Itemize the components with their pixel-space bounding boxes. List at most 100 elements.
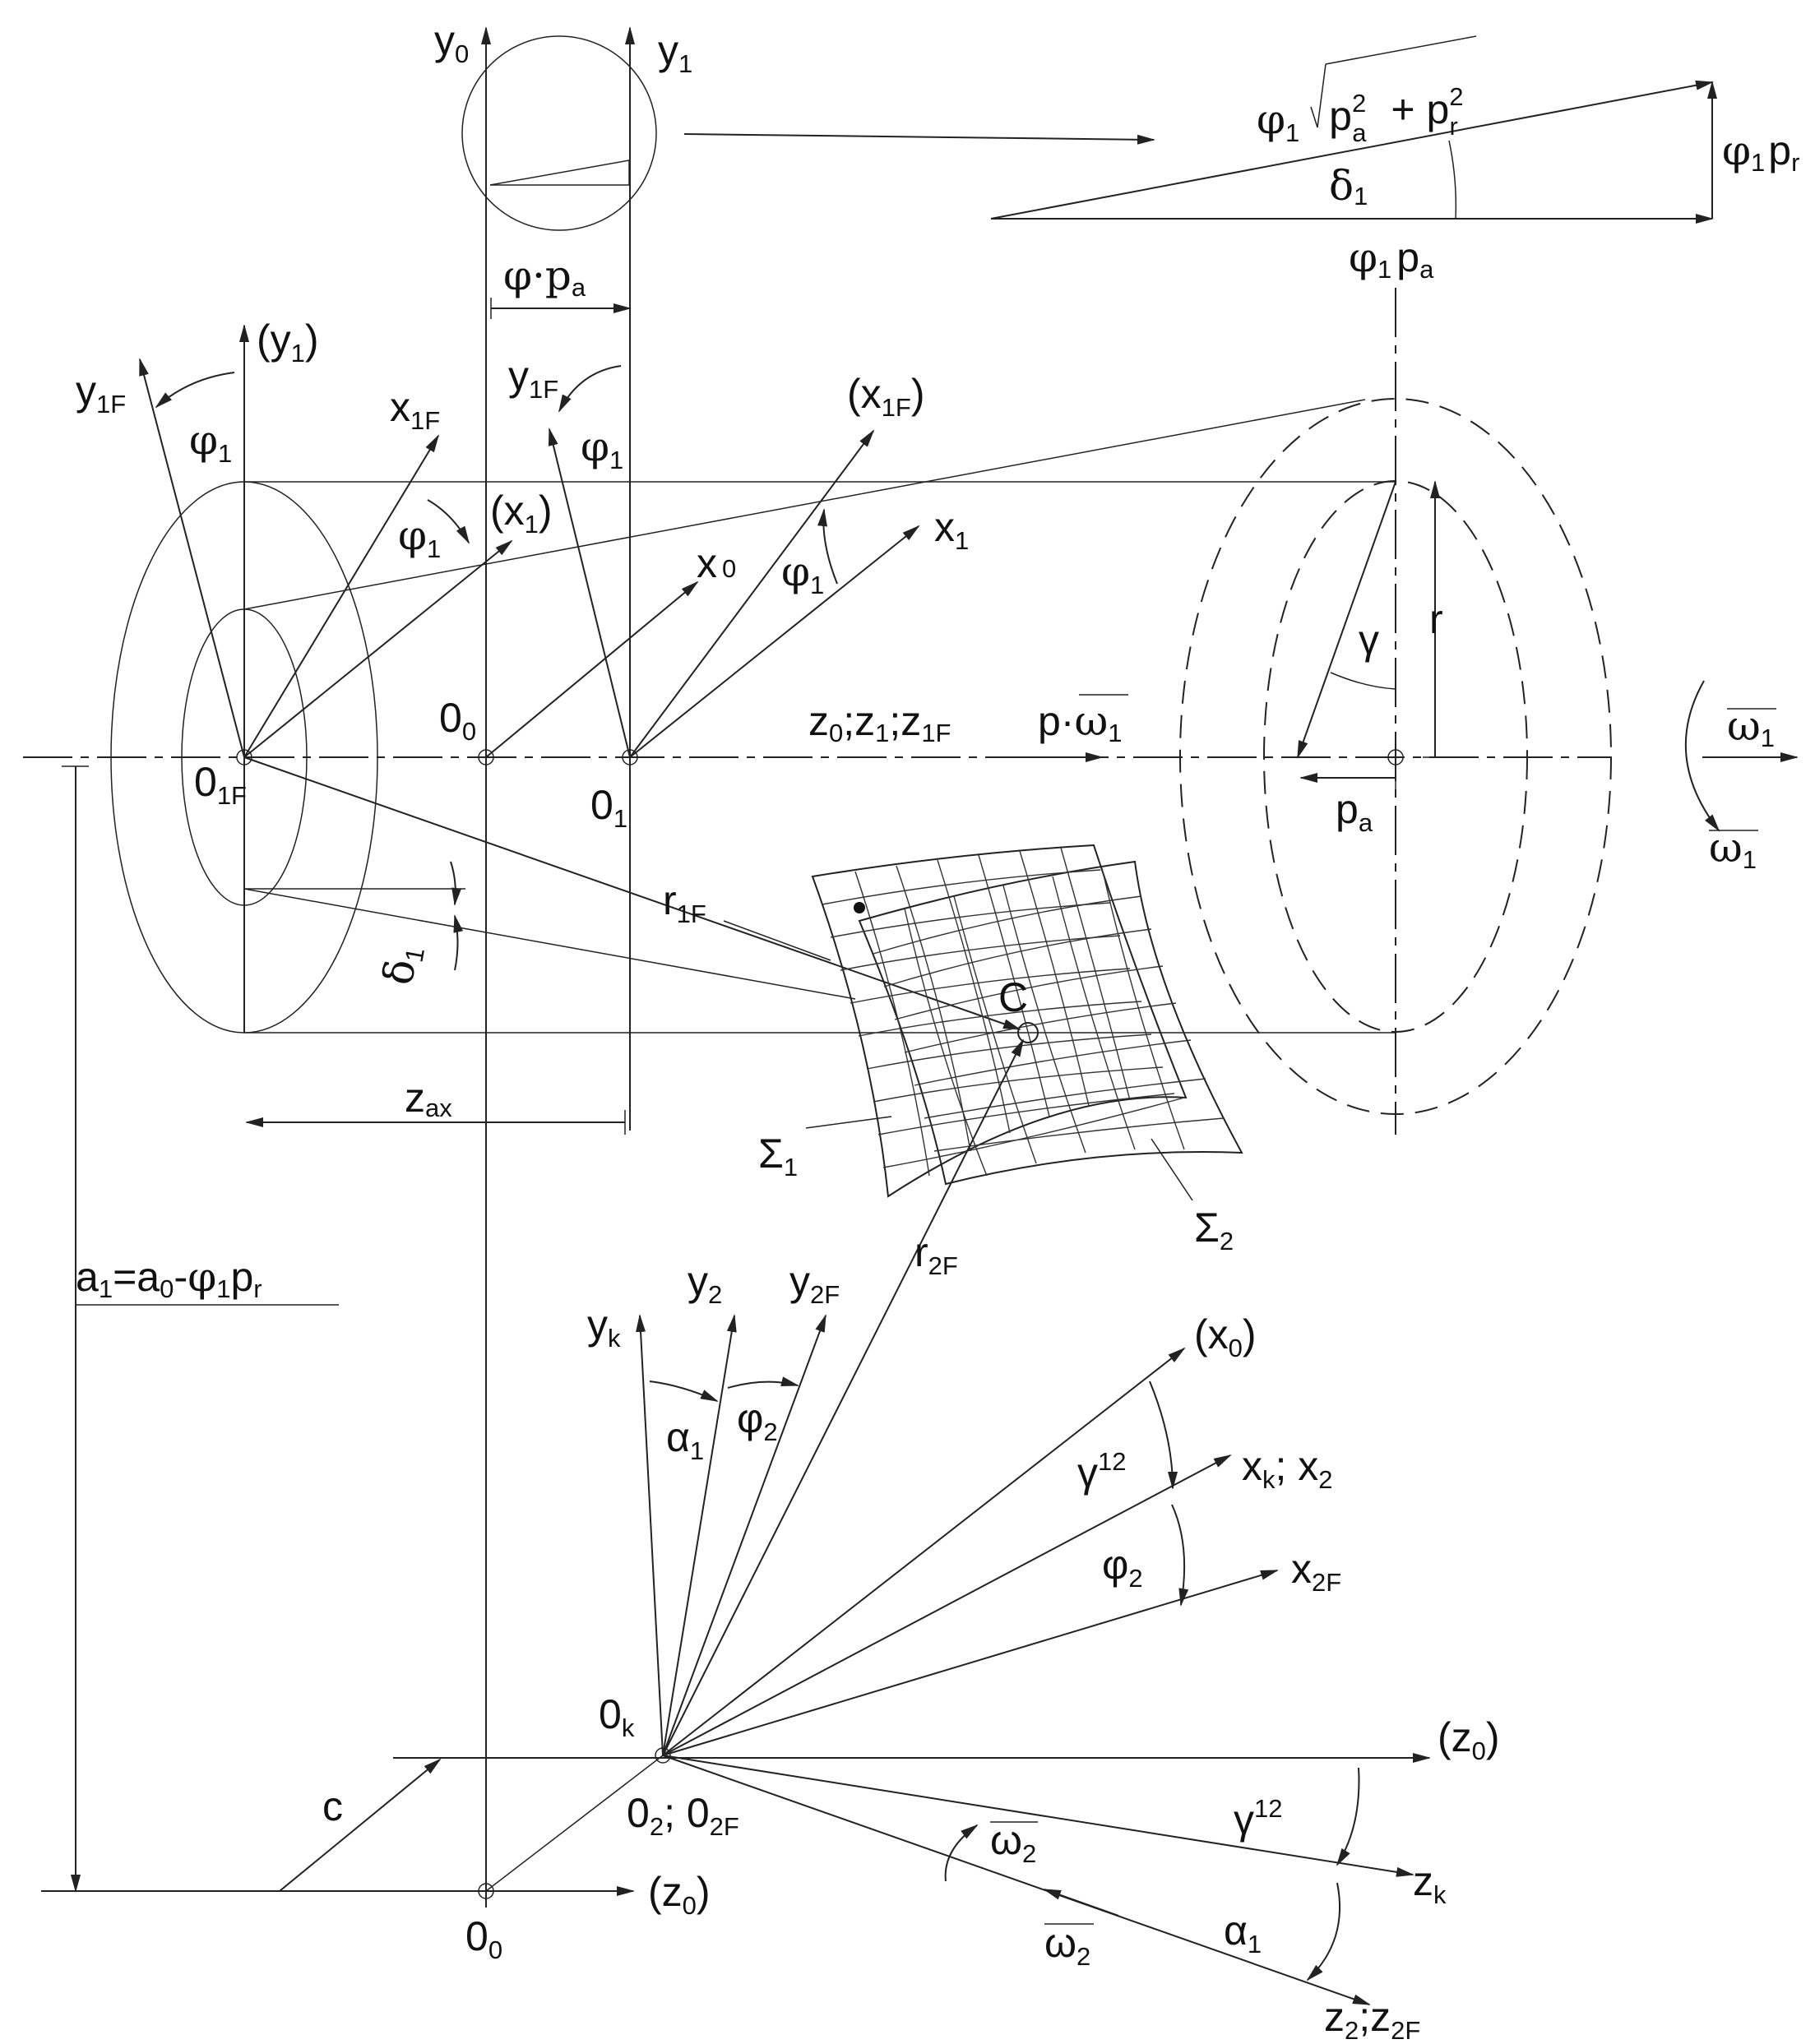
x0-axis bbox=[485, 580, 699, 758]
y1F-axis-a bbox=[139, 358, 245, 758]
tri-delta-label: δ1 bbox=[1329, 162, 1368, 210]
omega2-rotation-arc bbox=[944, 1824, 979, 1882]
gear1-cylinder: δ1 (y1) bbox=[110, 317, 1396, 1034]
phi2-label-top: φ2 bbox=[737, 1395, 778, 1446]
vertical-axes: y0 y1 φ·pa bbox=[434, 17, 692, 1908]
z2-axis bbox=[662, 1755, 1371, 2005]
r1F-label: r1F bbox=[663, 877, 706, 928]
yk-axis bbox=[636, 1314, 664, 1756]
O0-bottom-point bbox=[478, 1883, 494, 1899]
xk-x2-axis bbox=[662, 1454, 1232, 1756]
dimensions: zax a1=a0-φ1pr bbox=[62, 765, 626, 1893]
z-axes-label: z0;z1;z1F bbox=[808, 698, 951, 747]
a1-eq-label: a1=a0-φ1pr bbox=[76, 1253, 262, 1303]
O0-label: 00 bbox=[439, 695, 476, 746]
phi2-arc-right bbox=[1171, 1504, 1189, 1607]
detail-wedge-hyp bbox=[489, 160, 630, 186]
y1F-axis-b bbox=[548, 428, 631, 758]
detail-arrow bbox=[683, 133, 1155, 145]
omega2-axis-arrow bbox=[1043, 1889, 1119, 1917]
y1F-label-a: y1F bbox=[76, 368, 126, 419]
y1F-label-b: y1F bbox=[508, 353, 558, 404]
sqrt-sign-3 bbox=[1325, 35, 1477, 65]
sigma1-outline bbox=[811, 844, 1188, 1198]
r2F-vector bbox=[662, 1038, 1024, 1756]
x0p-axis bbox=[662, 1347, 1186, 1756]
x1Fp-axis bbox=[629, 429, 875, 758]
x2F-axis bbox=[662, 1570, 1279, 1756]
x1F-axis bbox=[243, 434, 440, 758]
y2-label: y2 bbox=[688, 1258, 722, 1309]
phi1-label-c: φ1 bbox=[581, 423, 623, 474]
p-omega-label: p·ω1 bbox=[1038, 697, 1123, 747]
gamma12-arc-top bbox=[1149, 1380, 1178, 1490]
pa-label: pa bbox=[1336, 786, 1373, 837]
phi1-label-d: φ1 bbox=[781, 548, 824, 599]
x1-label: x1 bbox=[934, 504, 969, 555]
y0-label: y0 bbox=[434, 17, 469, 68]
c-dim bbox=[279, 1758, 442, 1892]
x0p-label: (x0) bbox=[1194, 1311, 1257, 1362]
x1F-label: x1F bbox=[390, 384, 440, 435]
x1-axis bbox=[629, 525, 920, 758]
phi1-label-b: φ1 bbox=[398, 511, 441, 563]
sigma1-label: Σ1 bbox=[758, 1131, 798, 1182]
gamma12-label-bottom: γ12 bbox=[1234, 1794, 1282, 1843]
end-center-point bbox=[1387, 749, 1404, 765]
alpha1-arc-top bbox=[649, 1380, 719, 1402]
delta1-label: δ1 bbox=[374, 941, 430, 988]
y2F-label: y2F bbox=[789, 1258, 840, 1309]
sqrt-sign-2 bbox=[1317, 63, 1327, 128]
O1F-point bbox=[236, 749, 252, 765]
r1F-vector bbox=[243, 756, 1021, 1030]
zk-axis bbox=[662, 1755, 1414, 1877]
phi2-arc-top bbox=[727, 1376, 799, 1389]
omega2-label-a: ω2 bbox=[990, 1817, 1036, 1868]
Ok-label: 0k bbox=[599, 1691, 635, 1742]
O0-Ok-link bbox=[485, 1755, 664, 1892]
y1-label: y1 bbox=[658, 27, 692, 78]
contact-point-C bbox=[1017, 1022, 1039, 1043]
delta1-arc bbox=[1448, 140, 1457, 220]
surface-dot bbox=[854, 902, 865, 913]
gear1-end-face: r γ pa bbox=[1179, 288, 1612, 1135]
gamma-label: γ bbox=[1359, 617, 1379, 663]
yk-label: yk bbox=[587, 1302, 621, 1353]
sigma1-grid bbox=[822, 847, 1185, 1177]
alpha1-label-bottom: α1 bbox=[1224, 1908, 1262, 1958]
lower-frames: c 00 (z0) (z0) 0k 02; 02F yk y2 y2F α1 φ… bbox=[41, 1038, 1500, 2044]
tooth-surfaces: C Σ1 Σ2 bbox=[758, 844, 1243, 1256]
gamma-arc bbox=[1330, 672, 1396, 690]
O0-bottom-label: 00 bbox=[465, 1913, 502, 1964]
delta1-arc-left bbox=[450, 861, 462, 906]
omega1-rotation-arc bbox=[1684, 680, 1720, 832]
O1-point bbox=[622, 749, 638, 765]
zk-label: zk bbox=[1413, 1858, 1447, 1909]
gamma-ray bbox=[1297, 481, 1396, 759]
gamma12-arc-bottom bbox=[1336, 1767, 1360, 1866]
omega1-label-a: ω1 bbox=[1727, 702, 1775, 752]
detail-circle bbox=[461, 35, 657, 231]
omega1-label-b: ω1 bbox=[1709, 824, 1757, 874]
gamma12-label-top: γ12 bbox=[1077, 1447, 1126, 1496]
C-label: C bbox=[998, 974, 1028, 1020]
y1p-label: (y1) bbox=[257, 317, 319, 368]
O1-label: 01 bbox=[590, 782, 627, 833]
phi-pa-label: φ·pa bbox=[503, 252, 586, 302]
phi1-arc-c bbox=[558, 365, 622, 413]
x1Fp-label: (x1F) bbox=[847, 371, 925, 422]
xk-x2-label: xk; x2 bbox=[1242, 1443, 1333, 1494]
x1p-axis bbox=[243, 539, 513, 758]
phi2-label-right: φ2 bbox=[1102, 1542, 1143, 1593]
sqrt-sign-1 bbox=[1310, 106, 1318, 128]
O1F-label: 01F bbox=[194, 759, 247, 810]
sigma2-label: Σ2 bbox=[1194, 1205, 1234, 1256]
cone-bottom bbox=[243, 888, 856, 1000]
O0-point bbox=[478, 749, 494, 765]
y2-axis bbox=[662, 1314, 737, 1756]
